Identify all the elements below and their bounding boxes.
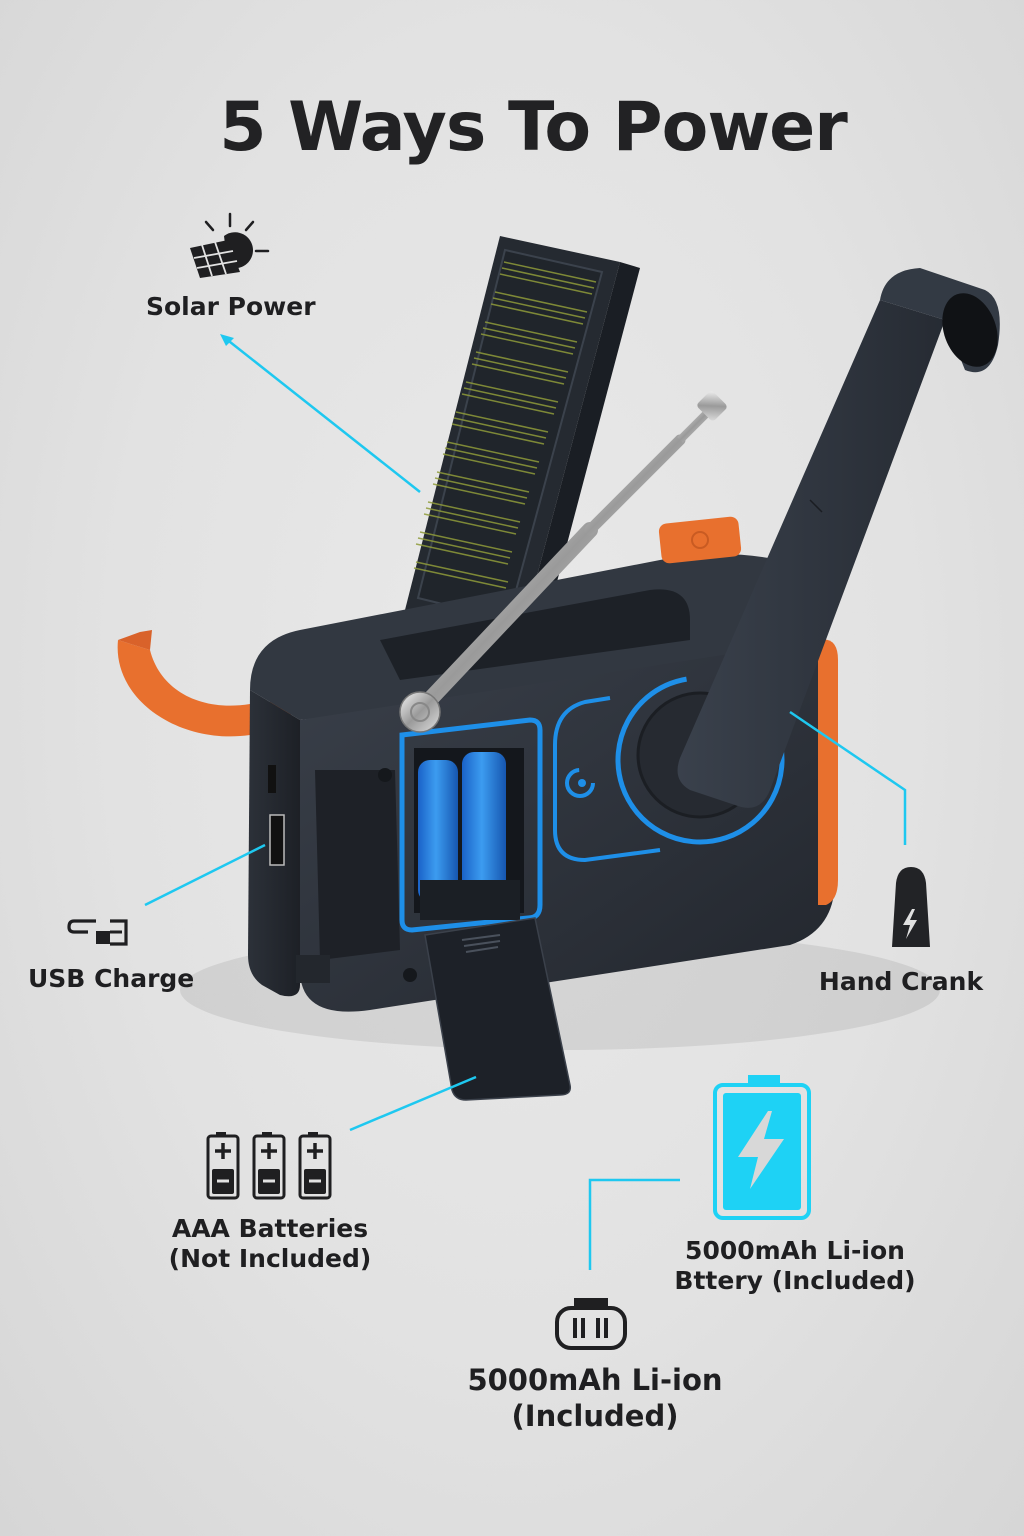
battery-compartment: [399, 717, 572, 1101]
aaa-batteries-label: AAA Batteries (Not Included): [160, 1214, 380, 1274]
solar-panel: [405, 236, 640, 646]
charging-battery-icon: [712, 1073, 812, 1221]
hand-crank-bolt-icon: [886, 865, 936, 949]
aaa-batteries-line1: AAA Batteries: [171, 1214, 369, 1243]
micro-slot: [268, 765, 276, 793]
liion-battery-line1: 5000mAh Li-ion: [685, 1236, 905, 1265]
light-icon: [565, 768, 595, 798]
solar-callout-line: [224, 337, 421, 493]
liion-battery-label: 5000mAh Li-ion Bttery (Included): [660, 1236, 930, 1296]
callout-lines: [144, 334, 907, 1270]
orange-strap: [117, 630, 292, 737]
battery-cell-1: [418, 760, 458, 902]
battery-pack-icon: [554, 1296, 628, 1352]
solar-power-label: Solar Power: [146, 292, 316, 321]
battery-cell-2: [462, 752, 506, 892]
hand-crank-label: Hand Crank: [818, 967, 984, 996]
liion-pack-label: 5000mAh Li-ion (Included): [450, 1362, 740, 1434]
aaa-batteries-icon: [206, 1131, 336, 1201]
solar-panel-sun-icon: [186, 210, 276, 280]
aaa-callout-line: [349, 1075, 477, 1132]
power-button: [658, 516, 742, 564]
liion-pack-line2: (Included): [511, 1399, 679, 1433]
liion-battery-line2: Bttery (Included): [674, 1266, 916, 1295]
usb-charge-label: USB Charge: [28, 964, 195, 993]
aaa-battery-2: [252, 1132, 286, 1200]
battery-door: [424, 917, 572, 1101]
usb-callout-line: [144, 843, 266, 907]
usb-cable-icon: [66, 917, 130, 947]
page-title: 5 Ways To Power: [219, 88, 848, 167]
aaa-battery-1: [206, 1132, 240, 1200]
hand-crank-arm: [677, 268, 1000, 808]
aaa-battery-3: [298, 1132, 332, 1200]
telescopic-antenna: [399, 391, 727, 733]
liion-pack-line1: 5000mAh Li-ion: [467, 1363, 723, 1397]
aaa-batteries-line2: (Not Included): [168, 1244, 372, 1273]
liion-callout-line: [588, 1178, 680, 1270]
usb-port: [269, 814, 285, 866]
crank-callout-line: [789, 710, 907, 845]
